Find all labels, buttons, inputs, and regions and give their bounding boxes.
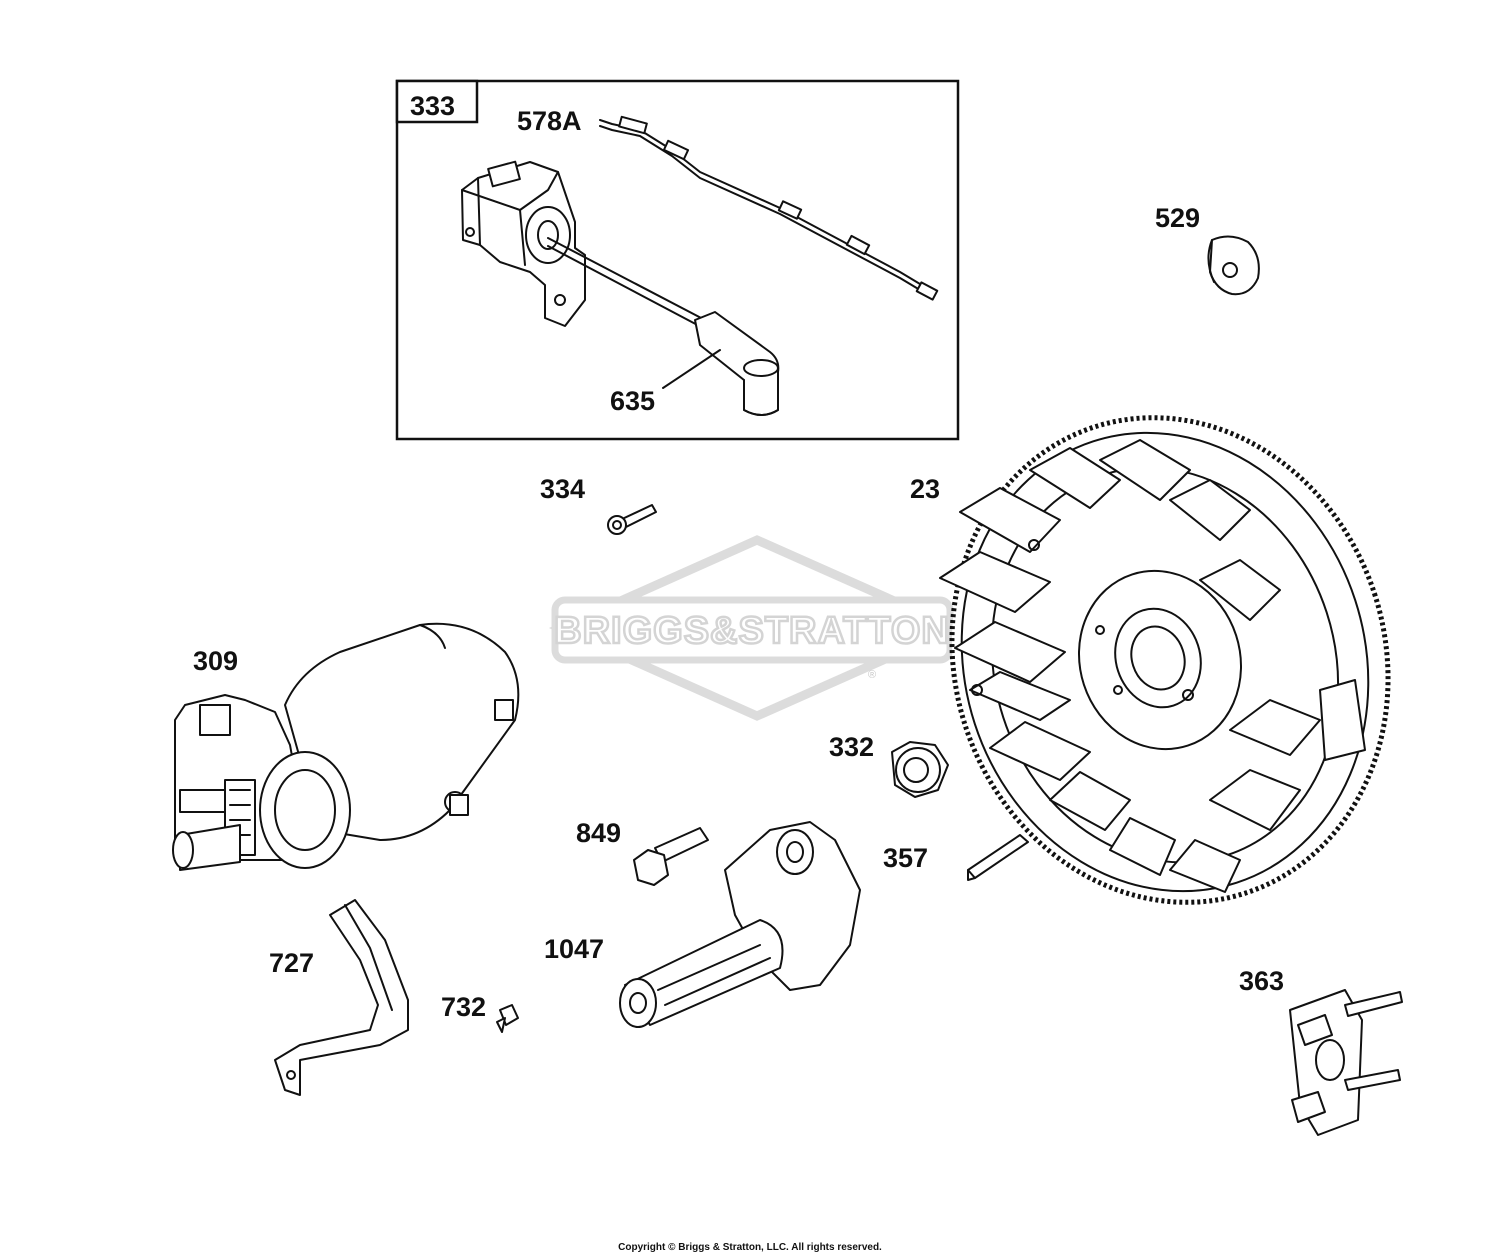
leader-635 bbox=[662, 349, 721, 389]
starter-bracket bbox=[274, 899, 409, 1096]
wire-clip bbox=[1207, 235, 1260, 296]
label-332: 332 bbox=[829, 732, 874, 762]
starter-drive bbox=[619, 821, 861, 1028]
small-screw bbox=[496, 1004, 519, 1033]
armature-ignition-coil bbox=[461, 160, 780, 416]
label-635: 635 bbox=[610, 386, 655, 416]
bolt bbox=[633, 827, 709, 886]
flywheel-nut bbox=[891, 741, 949, 798]
label-363: 363 bbox=[1239, 966, 1284, 996]
label-1047: 1047 bbox=[544, 934, 604, 964]
copyright-notice: Copyright © Briggs & Stratton, LLC. All … bbox=[618, 1242, 882, 1253]
armature-screw bbox=[607, 504, 657, 535]
label-727: 727 bbox=[269, 948, 314, 978]
ground-wire bbox=[599, 115, 939, 301]
label-732: 732 bbox=[441, 992, 486, 1022]
mounting-bracket-bolts bbox=[1289, 989, 1403, 1136]
label-309: 309 bbox=[193, 646, 238, 676]
part-labels: 333 578A 635 529 334 23 309 332 849 357 … bbox=[193, 91, 1284, 1022]
label-333: 333 bbox=[410, 91, 455, 121]
watermark-text: BRIGGS&STRATTON bbox=[554, 610, 950, 652]
ignition-kit-box bbox=[395, 79, 960, 441]
starter-motor bbox=[172, 622, 520, 871]
briggs-stratton-watermark: BRIGGS&STRATTON ® bbox=[548, 535, 967, 721]
label-334: 334 bbox=[540, 474, 585, 504]
label-849: 849 bbox=[576, 818, 621, 848]
flywheel bbox=[939, 415, 1391, 905]
flywheel-key bbox=[967, 834, 1029, 881]
label-23: 23 bbox=[910, 474, 940, 504]
label-529: 529 bbox=[1155, 203, 1200, 233]
watermark-registered-mark: ® bbox=[868, 669, 876, 681]
label-357: 357 bbox=[883, 843, 928, 873]
label-578A: 578A bbox=[517, 106, 582, 136]
